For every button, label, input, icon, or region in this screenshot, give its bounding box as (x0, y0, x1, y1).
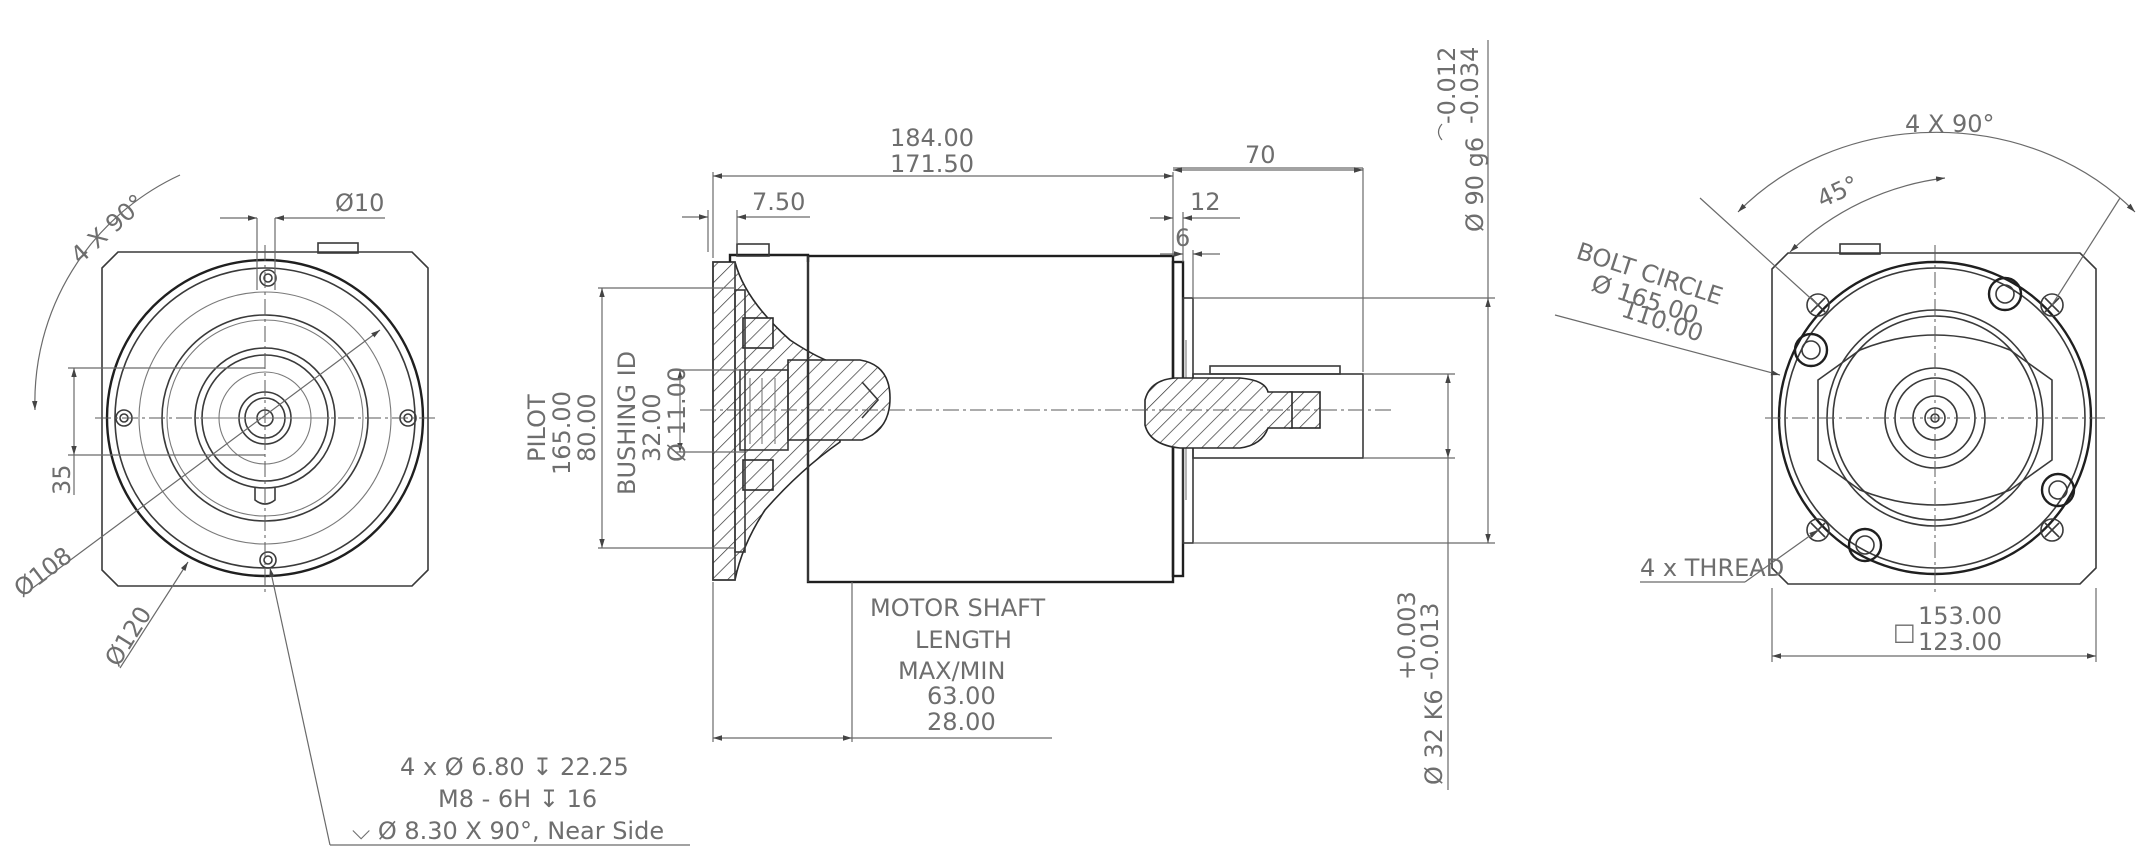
motor-dim-2: 28.00 (927, 708, 996, 736)
left-dia-120: Ø120 (99, 601, 157, 671)
overall-length-2: 171.50 (890, 150, 974, 178)
bushing-label: BUSHING ID (613, 351, 641, 495)
motor-label-3: MAX/MIN (898, 657, 1005, 685)
right-end-view: 4 X 90° 45° BOLT CIRCLE Ø 165.00 110.00 … (1554, 110, 2136, 662)
square-dim-2: 123.00 (1918, 628, 2002, 656)
motor-label-1: MOTOR SHAFT (870, 594, 1046, 622)
left-note-line2: M8 - 6H ↧ 16 (438, 785, 597, 813)
side-section-view: 184.00 171.50 70 7.50 12 6 PILOT 165.00 … (523, 40, 1495, 790)
right-angle-45: 45° (1813, 170, 1863, 213)
dia-32-k6: Ø 32 K6 (1420, 689, 1448, 785)
thread-label: 4 x THREAD (1640, 554, 1784, 582)
tol-32-upper: +0.003 (1393, 591, 1421, 680)
tol-90-upper: -0.012 (1433, 47, 1461, 124)
dia-90-g6: Ø 90 g6 (1461, 137, 1489, 232)
dim-70: 70 (1245, 141, 1276, 169)
dim-7-50: 7.50 (752, 188, 805, 216)
bushing-dim-1: 32.00 (638, 393, 666, 462)
pilot-label: PILOT (523, 394, 551, 462)
pilot-dim-2: 80.00 (573, 393, 601, 462)
tol-32-lower: -0.013 (1416, 603, 1444, 680)
motor-dim-1: 63.00 (927, 682, 996, 710)
square-symbol: □ (1893, 618, 1916, 646)
dim-12: 12 (1190, 188, 1221, 216)
left-dia-10: Ø10 (335, 189, 384, 217)
square-dim-1: 153.00 (1918, 602, 2002, 630)
motor-label-2: LENGTH (915, 626, 1012, 654)
pilot-dim-1: 165.00 (548, 391, 576, 475)
overall-length-1: 184.00 (890, 124, 974, 152)
right-angle-label: 4 X 90° (1905, 110, 1995, 138)
left-angle-label: 4 X 90° (65, 189, 150, 270)
left-note-line3: ⌵ Ø 8.30 X 90°, Near Side (352, 817, 664, 845)
left-dim-35: 35 (48, 464, 76, 495)
bushing-dim-2: Ø 11.00 (663, 367, 691, 462)
left-dia-108: Ø108 (9, 541, 78, 602)
left-note-line1: 4 x Ø 6.80 ↧ 22.25 (400, 753, 629, 781)
tol-90-lower: -0.034 (1456, 47, 1484, 124)
left-end-view: 4 X 90° Ø10 35 Ø108 Ø120 4 x Ø 6.80 ↧ 22… (9, 174, 690, 846)
dim-6: 6 (1175, 224, 1190, 252)
